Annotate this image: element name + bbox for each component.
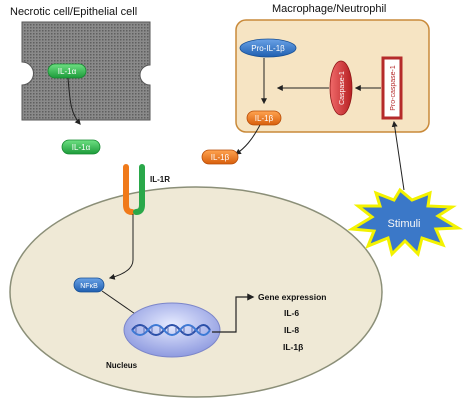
nfkb-label: NFκB — [80, 283, 98, 290]
gene-il1b-label: IL-1β — [283, 342, 303, 352]
arrow-il1a-release — [67, 77, 81, 125]
il1r-label: IL-1R — [150, 175, 170, 184]
il1a-outer-label: IL-1α — [72, 143, 91, 152]
il1a-inner-label: IL-1α — [58, 67, 77, 76]
nucleus — [123, 302, 221, 358]
il1r-receptor — [123, 164, 145, 215]
gene-il8-label: IL-8 — [284, 325, 299, 335]
arrow-gene-expression — [212, 293, 255, 333]
stimuli-burst: Stimuli — [347, 187, 464, 257]
gene-expression-label: Gene expression — [258, 292, 327, 302]
pro-caspase1-box: Pro-caspase-1 — [381, 56, 403, 120]
nfkb-pill: NFκB — [73, 277, 105, 293]
caspase1-pill: Caspase-1 — [329, 60, 353, 116]
stimuli-label: Stimuli — [387, 218, 420, 230]
necrotic-cell-title: Necrotic cell/Epithelial cell — [10, 6, 137, 18]
gene-il6-label: IL-6 — [284, 308, 299, 318]
target-cell — [9, 186, 383, 398]
il1a-outer-pill: IL-1α — [61, 139, 101, 155]
dna-helix-icon — [131, 324, 211, 336]
il1a-inner-pill: IL-1α — [47, 63, 87, 79]
pro-caspase1-label: Pro-caspase-1 — [390, 65, 397, 111]
il1b-inner-label: IL-1β — [255, 114, 274, 123]
arrow-receptor-to-nfkb — [108, 214, 134, 280]
nucleus-label: Nucleus — [106, 361, 138, 370]
il1b-inner-pill: IL-1β — [246, 110, 282, 126]
macrophage-title: Macrophage/Neutrophil — [272, 3, 386, 15]
il1b-outer-pill: IL-1β — [201, 149, 239, 165]
pro-il1b-pill: Pro-IL-1β — [239, 38, 297, 58]
arrow-stimuli-activation — [391, 120, 405, 191]
arrow-il1b-release — [235, 124, 261, 155]
il1b-outer-label: IL-1β — [211, 153, 230, 162]
caspase1-label: Caspase-1 — [339, 71, 346, 105]
pro-il1b-label: Pro-IL-1β — [251, 44, 285, 53]
